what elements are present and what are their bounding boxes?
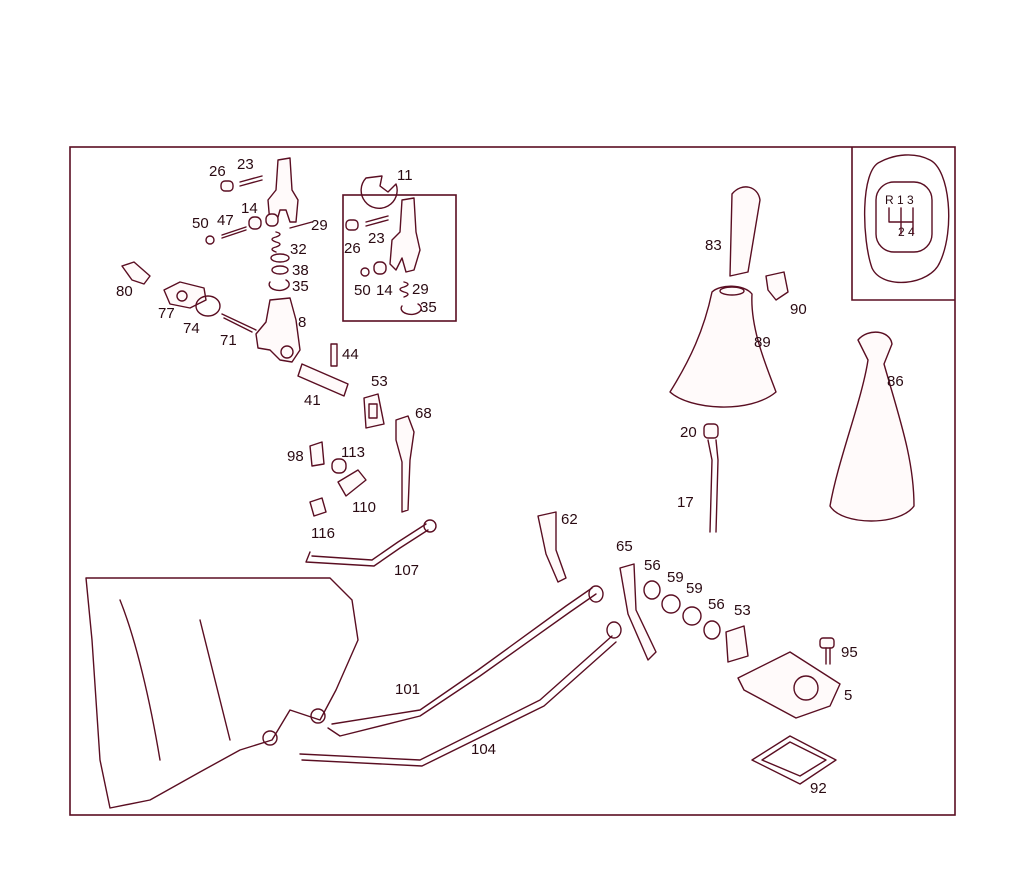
- small-parts-upper: [205, 175, 313, 292]
- bolt-95: [819, 637, 835, 665]
- part-number-label: 71: [220, 332, 237, 349]
- part-number-label: 50: [354, 282, 371, 299]
- part-number-label: 11: [397, 167, 413, 184]
- nut-20-rod-17: [703, 423, 719, 533]
- part-number-label: 23: [237, 156, 254, 173]
- frame-92: [751, 735, 837, 785]
- shift-pattern-label: 2 4: [898, 225, 915, 239]
- shift-base-5: [737, 651, 841, 719]
- clip-90: [765, 271, 789, 301]
- flange-parts: [121, 261, 221, 317]
- part-number-label: 101: [395, 681, 420, 698]
- part-number-label: 113: [341, 444, 365, 461]
- part-number-label: 14: [376, 282, 393, 299]
- gasket-53-upper: [363, 393, 385, 429]
- bracket-62: [537, 511, 567, 583]
- part-number-label: 110: [352, 499, 376, 516]
- part-number-label: 116: [311, 525, 335, 542]
- subassembly-box: [342, 194, 457, 322]
- part-number-label: 20: [680, 424, 697, 441]
- part-number-label: 65: [616, 538, 633, 555]
- part-number-label: 35: [292, 278, 309, 295]
- part-number-label: 8: [298, 314, 306, 331]
- diagram-frame: [69, 146, 956, 816]
- part-number-label: 38: [292, 262, 309, 279]
- knob-boot-86: [829, 331, 915, 522]
- part-number-label: 59: [667, 569, 684, 586]
- part-number-label: 68: [415, 405, 432, 422]
- shift-housing: [221, 297, 301, 363]
- part-number-label: 74: [183, 320, 200, 337]
- lever-65: [619, 563, 657, 661]
- part-number-label: 35: [420, 299, 437, 316]
- part-number-label: 29: [311, 217, 328, 234]
- part-number-label: 56: [708, 596, 725, 613]
- part-number-label: 80: [116, 283, 133, 300]
- shift-fork-upper: [267, 157, 299, 225]
- part-number-label: 23: [368, 230, 385, 247]
- part-number-label: 62: [561, 511, 578, 528]
- shift-pattern-label: R 1 3: [885, 193, 914, 207]
- part-number-label: 95: [841, 644, 858, 661]
- part-number-label: 83: [705, 237, 722, 254]
- part-number-label: 17: [677, 494, 694, 511]
- part-number-label: 90: [790, 301, 807, 318]
- part-number-label: 53: [734, 602, 751, 619]
- part-number-label: 107: [394, 562, 419, 579]
- rod-104: [299, 621, 622, 767]
- part-number-label: 77: [158, 305, 175, 322]
- part-number-label: 29: [412, 281, 429, 298]
- part-number-label: 53: [371, 373, 388, 390]
- part-number-label: 50: [192, 215, 209, 232]
- part-number-label: 104: [471, 741, 496, 758]
- part-number-label: 26: [209, 163, 226, 180]
- part-number-label: 56: [644, 557, 661, 574]
- part-number-label: 86: [887, 373, 904, 390]
- subassembly-parts: [345, 175, 422, 316]
- gasket-53-lower: [725, 625, 749, 663]
- part-number-label: 98: [287, 448, 304, 465]
- part-number-label: 92: [810, 780, 827, 797]
- transmission-housing: [85, 577, 359, 809]
- part-number-label: 44: [342, 346, 359, 363]
- part-number-label: 41: [304, 392, 321, 409]
- shaft-41: [297, 343, 349, 397]
- part-number-label: 14: [241, 200, 258, 217]
- boot-89: [669, 285, 777, 408]
- washers: [643, 580, 721, 640]
- part-number-label: 59: [686, 580, 703, 597]
- part-number-label: 32: [290, 241, 307, 258]
- lever-68: [395, 415, 415, 513]
- part-number-label: 89: [754, 334, 771, 351]
- part-number-label: 5: [844, 687, 852, 704]
- part-number-label: 26: [344, 240, 361, 257]
- shift-knob-83: [729, 186, 761, 277]
- part-number-label: 47: [217, 212, 234, 229]
- rod-107: [305, 519, 437, 567]
- small-parts-middle: [309, 441, 367, 517]
- rod-101: [327, 585, 604, 737]
- shift-pattern-inset: R 1 3 2 4: [851, 147, 955, 301]
